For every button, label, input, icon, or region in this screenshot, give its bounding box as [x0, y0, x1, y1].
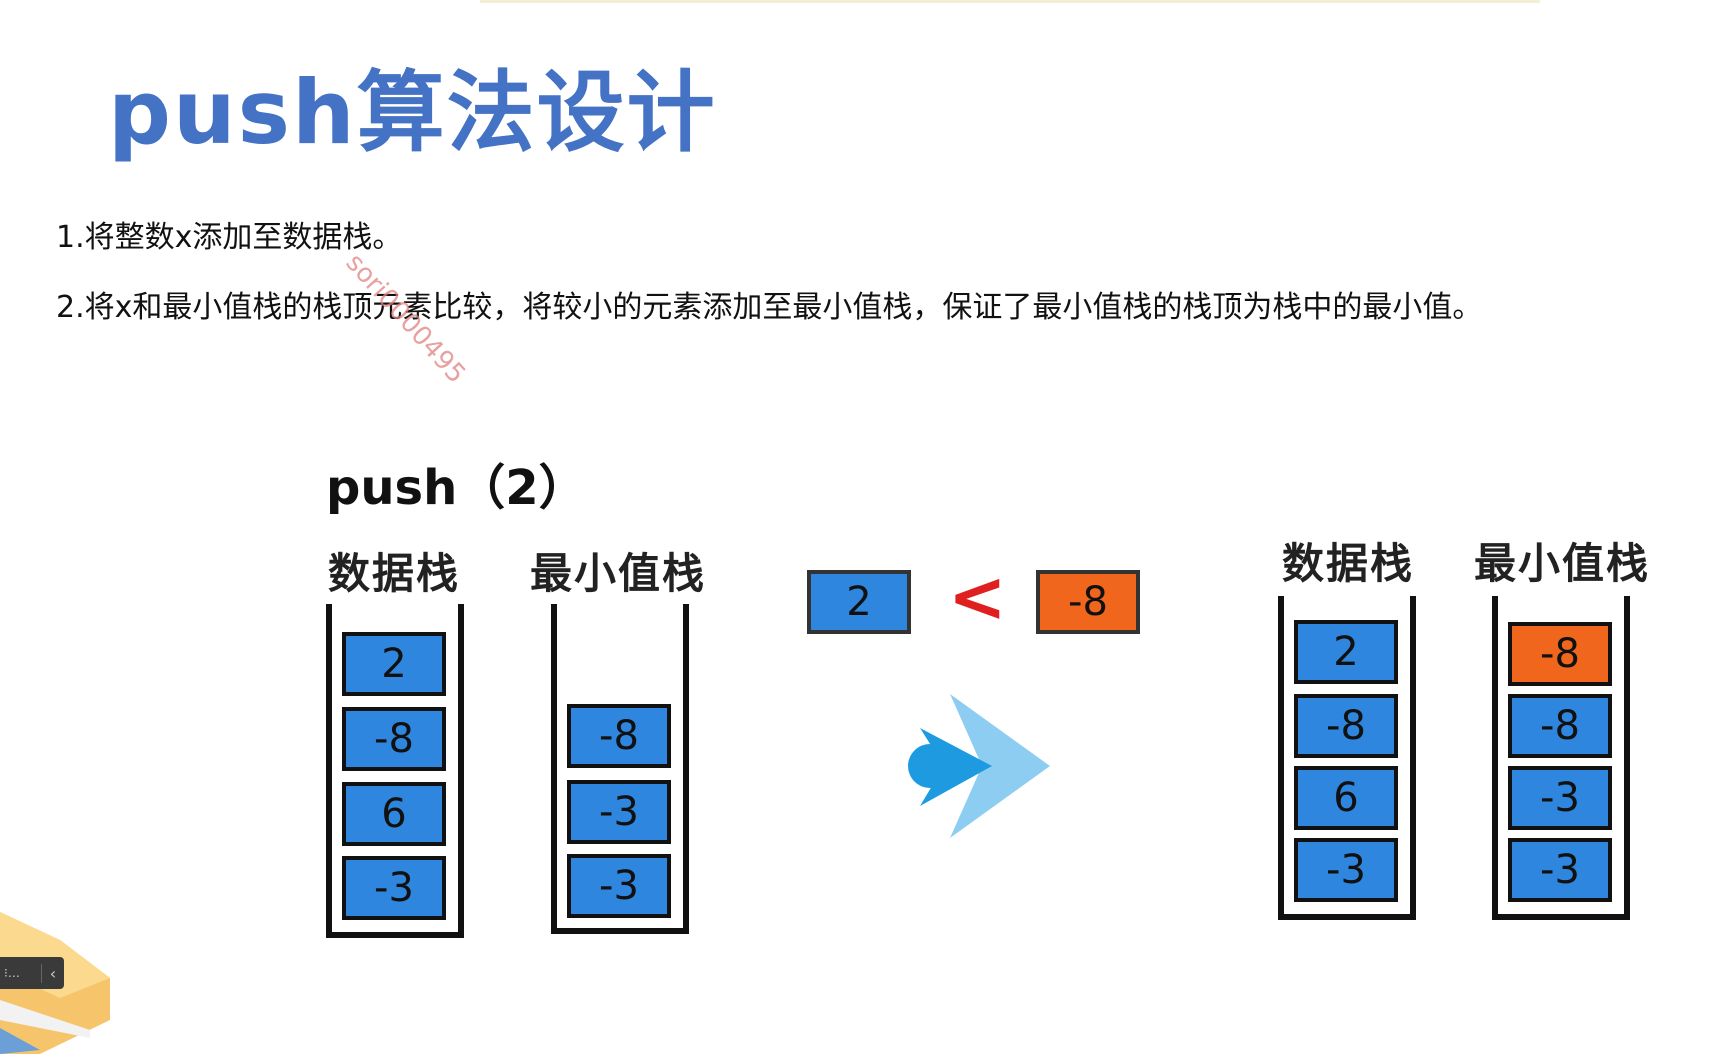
step-1-text: 1.将整数x添加至数据栈。 — [56, 220, 403, 255]
chevron-left-icon[interactable]: ‹ — [41, 963, 64, 983]
stack-item: 6 — [1294, 766, 1398, 830]
data-stack-label-before: 数据栈 — [328, 549, 461, 598]
compare-min-top: -8 — [1036, 570, 1140, 634]
data-stack-before: 2 -8 6 -3 — [326, 604, 464, 938]
min-stack-after: -8 -8 -3 -3 — [1492, 596, 1630, 920]
stack-item: -3 — [1508, 838, 1612, 902]
stack-item: 6 — [342, 782, 446, 846]
stack-item: -8 — [567, 704, 671, 768]
operation-label: push（2） — [326, 460, 587, 516]
less-than-operator: < — [948, 556, 1007, 638]
double-chevron-right-icon — [908, 694, 1050, 838]
stack-item: -3 — [342, 856, 446, 920]
stack-item: -3 — [567, 854, 671, 918]
mini-toolbar[interactable]: ⁝… ‹ — [0, 957, 64, 989]
data-stack-label-after: 数据栈 — [1282, 539, 1415, 588]
top-border — [480, 0, 1540, 3]
stack-item: -8 — [1508, 694, 1612, 758]
stack-item: -3 — [1294, 838, 1398, 902]
compare-value-x: 2 — [807, 570, 911, 634]
stack-item: -8 — [342, 707, 446, 771]
stack-item: -8 — [1294, 694, 1398, 758]
min-stack-label-before: 最小值栈 — [530, 549, 707, 598]
toolbar-grip-icon: ⁝… — [4, 966, 20, 980]
step-2-text: 2.将x和最小值栈的栈顶元素比较，将较小的元素添加至最小值栈，保证了最小值栈的栈… — [56, 290, 1483, 325]
stack-item-new-min: -8 — [1508, 622, 1612, 686]
stack-item: 2 — [342, 632, 446, 696]
stack-item: -3 — [1508, 766, 1612, 830]
data-stack-after: 2 -8 6 -3 — [1278, 596, 1416, 920]
min-stack-label-after: 最小值栈 — [1474, 539, 1651, 588]
min-stack-before: -8 -3 -3 — [551, 604, 689, 934]
stack-item: -3 — [567, 780, 671, 844]
stack-item: 2 — [1294, 620, 1398, 684]
page-title: push算法设计 — [108, 61, 717, 164]
